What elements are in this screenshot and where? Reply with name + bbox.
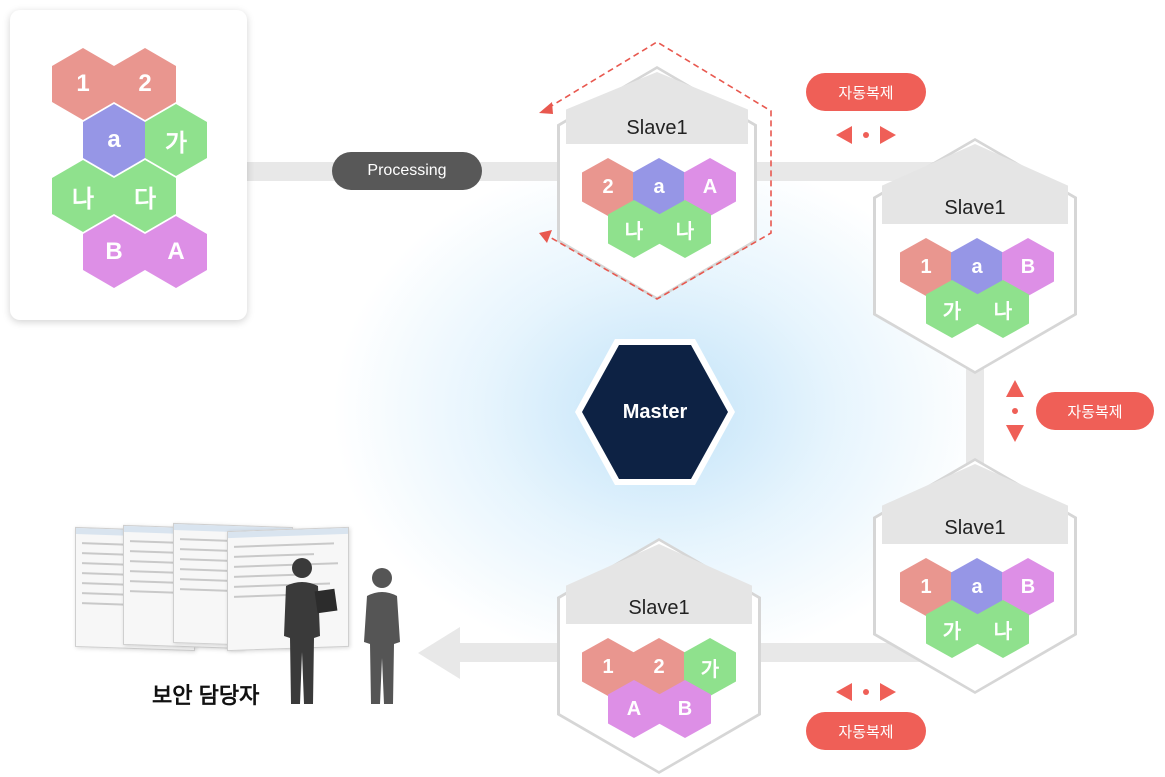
connector-node3-to-node4 xyxy=(745,643,935,662)
data-cell-hex: A xyxy=(608,680,660,738)
data-cell-hex: 2 xyxy=(114,48,176,120)
person-standing-icon xyxy=(364,568,400,704)
replication-label: 자동복제 xyxy=(838,84,894,102)
left-arrow-head xyxy=(418,627,460,679)
data-cell-hex: 가 xyxy=(926,280,978,338)
data-cell-hex: 1 xyxy=(52,48,114,120)
data-cell-hex: a xyxy=(83,104,145,176)
data-cell-hex: B xyxy=(83,216,145,288)
node-1-title: Slave1 xyxy=(626,117,688,139)
data-cell-hex: 나 xyxy=(659,200,711,258)
data-cell-hex: 나 xyxy=(977,600,1029,658)
data-cell-hex: B xyxy=(659,680,711,738)
master-label: Master xyxy=(622,400,688,423)
replication-label: 자동복제 xyxy=(1067,403,1123,421)
replication-badge-bottom: 자동복제 xyxy=(806,712,926,750)
vertical-sync-arrows-icon xyxy=(1006,380,1024,442)
horizontal-sync-arrows-icon xyxy=(836,126,896,144)
node-2-title: Slave1 xyxy=(944,197,1006,219)
processing-dashed-outline xyxy=(539,41,772,300)
security-officer-label: 보안 담당자 xyxy=(152,683,260,708)
replication-label: 자동복제 xyxy=(838,723,894,741)
person-with-laptop-icon xyxy=(284,558,338,704)
node-4-title: Slave1 xyxy=(628,597,690,619)
master-node: Master xyxy=(573,337,737,487)
data-cell-hex: 나 xyxy=(52,160,114,232)
node-3-title: Slave1 xyxy=(944,517,1006,539)
data-cell-hex: 다 xyxy=(114,160,176,232)
connector-node4-to-officer xyxy=(455,643,580,662)
horizontal-sync-arrows-icon-bottom xyxy=(836,683,896,701)
data-cell-hex: 나 xyxy=(977,280,1029,338)
data-cell-hex: 나 xyxy=(608,200,660,258)
data-cell-hex: 가 xyxy=(145,104,207,176)
processing-label: Processing xyxy=(367,162,447,179)
connector-node1-to-node2 xyxy=(740,162,940,181)
data-cell-hex: 가 xyxy=(926,600,978,658)
data-cell-hex: A xyxy=(145,216,207,288)
processing-badge: Processing xyxy=(332,152,482,190)
replication-badge-middle: 자동복제 xyxy=(1036,392,1154,430)
replication-badge-top: 자동복제 xyxy=(806,73,926,111)
